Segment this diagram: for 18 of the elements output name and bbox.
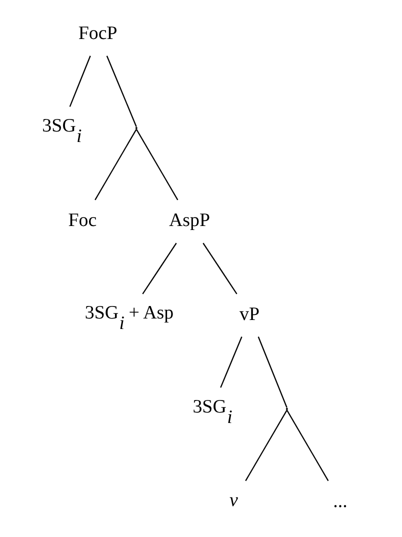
connector [220,336,242,388]
node-point [286,408,288,410]
node-text: ... [333,491,348,512]
node-text: Foc [68,210,97,232]
connector [69,56,91,107]
connector [286,410,329,482]
connector [202,242,238,294]
connector [136,129,178,200]
connector [245,410,288,482]
connector [142,242,177,294]
connector [106,56,137,127]
node-text: vP [240,304,260,325]
node-text: FocP [78,22,118,44]
node-point [135,127,138,130]
connector [258,336,288,408]
node-text: AspP [169,210,210,232]
connector [94,129,137,200]
node-text: v [229,490,238,511]
